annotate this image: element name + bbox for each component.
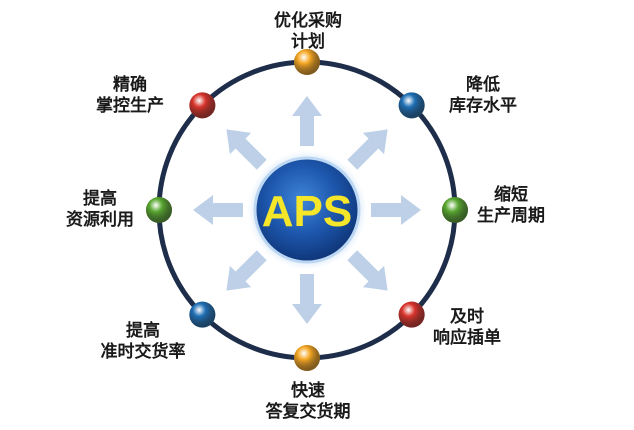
label-bottom-left-line2: 准时交货率	[100, 342, 186, 361]
label-bottom-right: 及时 响应插单	[412, 306, 522, 348]
node-ball-top	[294, 49, 320, 75]
arrows-layer	[193, 96, 421, 324]
arrow-top-left	[226, 129, 267, 170]
arrow-bottom-left	[226, 250, 267, 291]
arrow-left	[193, 195, 243, 225]
center-circle	[253, 156, 361, 264]
node-ball-right	[442, 197, 468, 223]
label-right-line2: 生产周期	[477, 206, 545, 225]
node-ball-bottom-left	[189, 301, 216, 328]
node-ball-top-left	[189, 92, 216, 119]
label-bottom-right-line1: 及时	[450, 307, 484, 326]
node-ball-top-right	[398, 92, 425, 119]
label-top-right: 降低 库存水平	[428, 74, 538, 116]
center-label: APS	[262, 187, 352, 236]
label-top-left-line1: 精确	[113, 75, 147, 94]
label-bottom-right-line2: 响应插单	[433, 328, 501, 347]
label-bottom-line2: 答复交货期	[265, 402, 351, 421]
label-top-line1: 优化采购	[274, 11, 342, 30]
label-top-left-line2: 掌控生产	[96, 96, 164, 115]
label-left-line2: 资源利用	[66, 210, 134, 229]
arrow-bottom-right	[347, 250, 388, 291]
nodes-layer	[146, 49, 468, 371]
node-ball-bottom	[294, 345, 320, 371]
label-top-line2: 计划	[291, 32, 325, 51]
arrow-right	[371, 195, 421, 225]
label-bottom: 快速 答复交货期	[253, 380, 363, 422]
label-right-line1: 缩短	[494, 185, 528, 204]
label-left-line1: 提高	[83, 189, 117, 208]
label-bottom-left: 提高 准时交货率	[88, 320, 198, 362]
node-ball-bottom-right	[398, 301, 425, 328]
label-top-right-line2: 库存水平	[449, 96, 517, 115]
label-top-right-line1: 降低	[466, 75, 500, 94]
label-top: 优化采购 计划	[258, 10, 358, 52]
label-bottom-left-line1: 提高	[126, 321, 160, 340]
arrow-top-right	[347, 129, 388, 170]
label-bottom-line1: 快速	[291, 381, 325, 400]
label-left: 提高 资源利用	[50, 188, 150, 230]
arrow-top	[292, 96, 322, 146]
node-ball-left	[146, 197, 172, 223]
label-top-left: 精确 掌控生产	[80, 74, 180, 116]
arrow-bottom	[292, 274, 322, 324]
label-right: 缩短 生产周期	[456, 184, 566, 226]
